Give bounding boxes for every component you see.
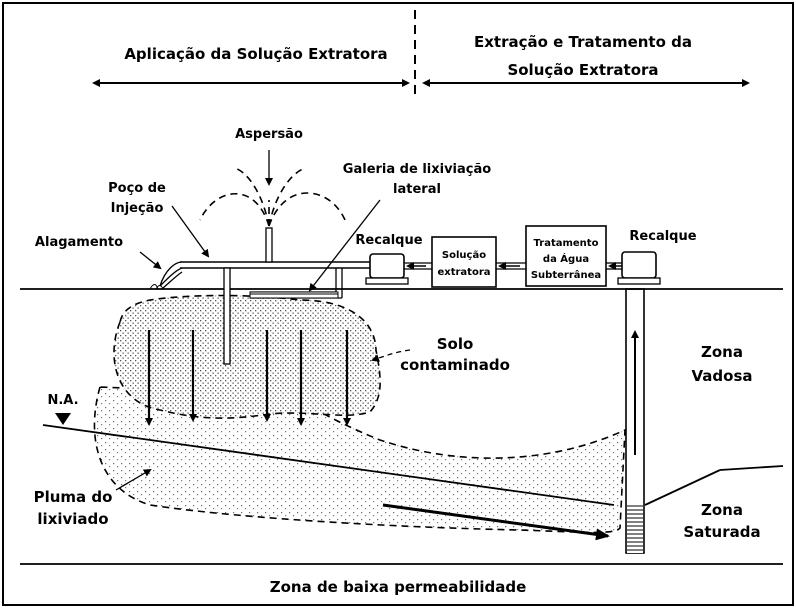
right-section-title-line1: Extração e Tratamento da (474, 33, 692, 51)
solution-tank-label-line1: Solução (442, 250, 486, 261)
leaching-gallery (249, 268, 343, 299)
gallery-label-line1: Galeria de lixiviação (343, 162, 491, 177)
treatment-label-line3: Subterrânea (531, 269, 601, 281)
gallery-label-line2: lateral (393, 182, 441, 197)
sprinkler-spray (199, 167, 346, 227)
injection-well (223, 267, 231, 365)
pump-left-base (365, 277, 409, 285)
injection-well-label-line2: Injeção (111, 201, 164, 216)
saturated-zone-label-line1: Zona (701, 501, 743, 519)
treatment-label-line1: Tratamento (534, 238, 599, 249)
gallery-pointer (308, 199, 381, 292)
right-section-title-line2: Solução Extratora (507, 61, 658, 79)
flooding-label: Alagamento (35, 235, 123, 250)
pump-right-label: Recalque (629, 229, 696, 244)
plume-label-line2: lixiviado (37, 510, 108, 528)
aspersion-label: Aspersão (235, 127, 303, 142)
pump-left-label: Recalque (355, 233, 422, 248)
plume-flow-arrow (382, 503, 610, 541)
solution-tank-label-line2: extratora (437, 267, 490, 278)
pump-left (369, 253, 405, 279)
flooding-outlet (149, 261, 183, 290)
low-permeability-label: Zona de baixa permeabilidade (270, 578, 527, 596)
water-level-marker (55, 413, 71, 425)
injection-well-label-line1: Poço de (108, 181, 166, 196)
groundwater-treatment-unit (525, 225, 607, 287)
infiltration-arrows (145, 330, 351, 426)
plume-pointer (115, 468, 152, 491)
left-section-title: Aplicação da Solução Extratora (124, 45, 387, 63)
well-screen (627, 505, 643, 553)
water-table-line (42, 424, 615, 506)
treatment-label-line2: da Água (543, 252, 589, 265)
water-level-label: N.A. (47, 393, 78, 408)
vadose-zone-label-line1: Zona (701, 343, 743, 361)
extraction-solution-tank (431, 236, 497, 288)
contaminated-soil (113, 294, 381, 419)
plume-label-line1: Pluma do (34, 488, 113, 506)
sprinkler-riser (265, 227, 273, 263)
water-table-right (719, 465, 784, 471)
injection-well-pointer (171, 205, 210, 258)
pump-right (621, 251, 657, 279)
water-table-cone (644, 469, 721, 506)
flooding-pointer (139, 251, 162, 270)
contaminated-soil-label-line2: contaminado (400, 356, 510, 374)
pump-right-base (617, 277, 661, 285)
vadose-zone-label-line2: Vadosa (691, 367, 752, 385)
contaminated-soil-pointer (371, 349, 411, 362)
contaminated-soil-label-line1: Solo (437, 335, 474, 353)
saturated-zone-label-line2: Saturada (683, 523, 760, 541)
